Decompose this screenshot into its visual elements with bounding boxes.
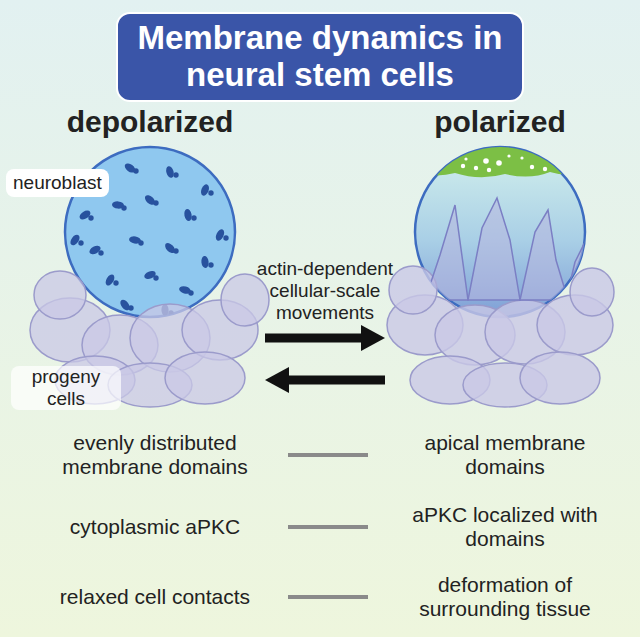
state-panel: depolarizedneuroblast — [10, 105, 265, 405]
property-text: aPKC localized with domains — [385, 503, 625, 551]
property-text: deformation of surrounding tissue — [385, 573, 625, 621]
property-text: relaxed cell contacts — [30, 585, 280, 609]
state-arrow — [289, 376, 385, 385]
title-banner: Membrane dynamics in neural stem cells — [116, 12, 524, 102]
state-panel: polarized — [385, 105, 625, 405]
state-heading: depolarized — [5, 105, 295, 139]
cell-name: neuroblast — [13, 172, 102, 193]
deformed-cells — [425, 198, 590, 300]
property-text: evenly distributed membrane domains — [30, 431, 280, 479]
property-text: apical membrane domains — [385, 431, 625, 479]
property-text: cytoplasmic aPKC — [30, 515, 280, 539]
state-arrow — [265, 334, 361, 343]
edge-label: actin-dependent cellular-scale movements — [250, 258, 400, 324]
row-dash — [288, 455, 368, 597]
cell-tag: neuroblast — [6, 169, 109, 197]
apical-domain — [410, 140, 590, 177]
cell-label: progeny cells — [11, 366, 121, 410]
state-heading: polarized — [365, 105, 635, 139]
